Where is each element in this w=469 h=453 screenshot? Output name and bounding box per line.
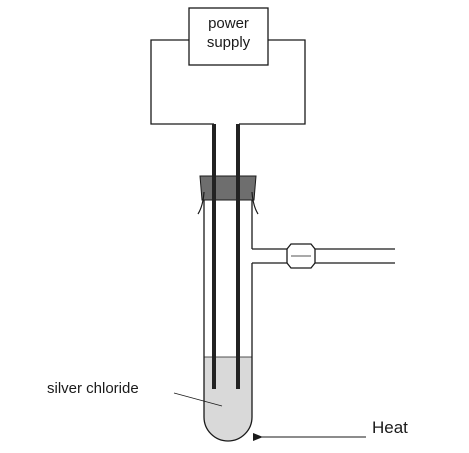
power-supply-label: power supply xyxy=(189,14,268,52)
power-supply-label-line2: supply xyxy=(206,34,251,51)
power-supply-label-line1: power xyxy=(208,15,249,32)
heat-label: Heat xyxy=(372,418,408,437)
silver-chloride-label: silver chloride xyxy=(47,380,139,397)
side-arm-tube xyxy=(252,243,395,269)
silver-chloride-fill xyxy=(204,357,252,441)
test-tube xyxy=(203,192,253,442)
power-supply-box xyxy=(188,7,269,66)
right-electrode xyxy=(236,124,240,389)
rubber-bung xyxy=(199,175,257,201)
tube-lip-right xyxy=(251,191,259,215)
silver-chloride-leader xyxy=(173,392,223,407)
left-electrode xyxy=(212,124,216,389)
tube-lip-left xyxy=(197,191,205,215)
left-wire xyxy=(150,39,214,125)
right-wire xyxy=(239,39,306,125)
